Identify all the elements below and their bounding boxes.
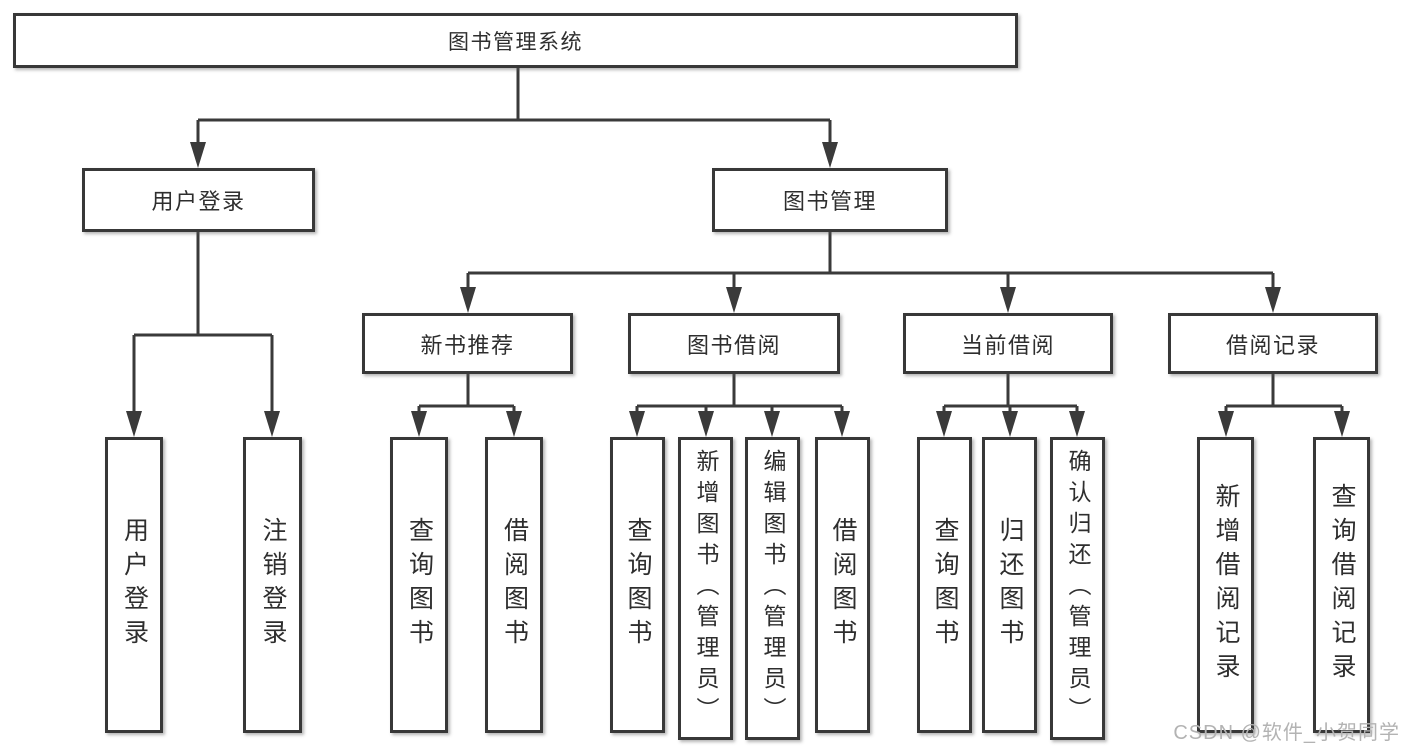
arrowhead [1265, 287, 1281, 313]
leaf-user-login: 用户登录 [105, 437, 163, 733]
node-user-login-label: 用户登录 [151, 189, 246, 214]
leaf-query-books-3: 查询图书 [917, 437, 972, 733]
node-user-login: 用户登录 [82, 168, 315, 232]
node-book-borrowing: 图书借阅 [628, 313, 840, 374]
arrowhead [834, 411, 850, 437]
connector-book-management-to-sections [460, 232, 1281, 313]
leaf-confirm-return-admin: 确认归还（管理员） [1050, 437, 1105, 740]
leaf-return-books: 归还图书 [982, 437, 1037, 733]
connector-book-borrowing-to-leaves [629, 374, 850, 437]
arrowhead [1218, 411, 1234, 437]
arrowhead [936, 411, 952, 437]
arrowhead [190, 142, 206, 168]
arrowhead [460, 287, 476, 313]
arrowhead [264, 411, 280, 437]
leaf-edit-books-admin: 编辑图书（管理员） [745, 437, 800, 740]
leaf-logout-label: 注销登录 [259, 517, 287, 653]
arrowhead [698, 411, 714, 437]
connector-borrowing-records-to-leaves [1218, 374, 1350, 437]
leaf-borrow-books-1-label: 借阅图书 [500, 517, 529, 653]
leaf-query-books-1: 查询图书 [390, 437, 448, 733]
node-borrowing-records: 借阅记录 [1168, 313, 1378, 374]
leaf-confirm-return-admin-label: 确认归还（管理员） [1065, 449, 1091, 728]
leaf-query-books-2: 查询图书 [610, 437, 665, 733]
leaf-add-books-admin-label: 新增图书（管理员） [693, 449, 719, 728]
connector-new-book-to-leaves [411, 374, 522, 437]
connector-path [466, 232, 1275, 294]
arrowhead [1334, 411, 1350, 437]
node-new-book-recommendation-label: 新书推荐 [420, 332, 515, 358]
arrowhead [126, 411, 142, 437]
leaf-query-books-2-label: 查询图书 [624, 517, 652, 653]
connector-path [132, 232, 274, 418]
arrowhead [1069, 411, 1085, 437]
leaf-borrow-books-2-label: 借阅图书 [829, 517, 857, 653]
leaf-add-books-admin: 新增图书（管理员） [678, 437, 733, 740]
leaf-query-borrow-record: 查询借阅记录 [1313, 437, 1370, 733]
arrowhead [764, 411, 780, 437]
node-library-system: 图书管理系统 [13, 13, 1018, 68]
connector-root-to-level2 [190, 68, 838, 168]
arrowhead [629, 411, 645, 437]
arrowhead [726, 287, 742, 313]
leaf-query-books-3-label: 查询图书 [931, 517, 959, 653]
connector-path [635, 374, 844, 418]
leaf-query-books-1-label: 查询图书 [405, 517, 434, 653]
csdn-watermark: CSDN @软件_小贺同学 [1173, 722, 1400, 744]
connector-path [1224, 374, 1344, 418]
leaf-logout: 注销登录 [243, 437, 302, 733]
leaf-add-borrow-record: 新增借阅记录 [1197, 437, 1254, 733]
node-new-book-recommendation: 新书推荐 [362, 313, 573, 374]
connector-path [417, 374, 516, 418]
arrowhead [506, 411, 522, 437]
connector-current-borrowing-to-leaves [936, 374, 1085, 437]
node-library-system-label: 图书管理系统 [448, 30, 583, 54]
connector-user-login-to-leaves [126, 232, 280, 437]
node-current-borrowing: 当前借阅 [903, 313, 1113, 374]
leaf-query-borrow-record-label: 查询借阅记录 [1328, 483, 1356, 687]
node-current-borrowing-label: 当前借阅 [960, 332, 1055, 358]
leaf-user-login-label: 用户登录 [120, 517, 149, 653]
connector-path [196, 68, 832, 148]
node-book-borrowing-label: 图书借阅 [686, 332, 781, 358]
node-book-management-label: 图书管理 [782, 189, 877, 214]
node-borrowing-records-label: 借阅记录 [1225, 332, 1320, 358]
leaf-borrow-books-2: 借阅图书 [815, 437, 870, 733]
arrowhead [822, 142, 838, 168]
arrowhead [1002, 411, 1018, 437]
node-book-management: 图书管理 [712, 168, 948, 232]
leaf-edit-books-admin-label: 编辑图书（管理员） [760, 449, 786, 728]
arrowhead [1000, 287, 1016, 313]
arrowhead [411, 411, 427, 437]
leaf-return-books-label: 归还图书 [996, 517, 1024, 653]
leaf-add-borrow-record-label: 新增借阅记录 [1212, 483, 1240, 687]
leaf-borrow-books-1: 借阅图书 [485, 437, 543, 733]
